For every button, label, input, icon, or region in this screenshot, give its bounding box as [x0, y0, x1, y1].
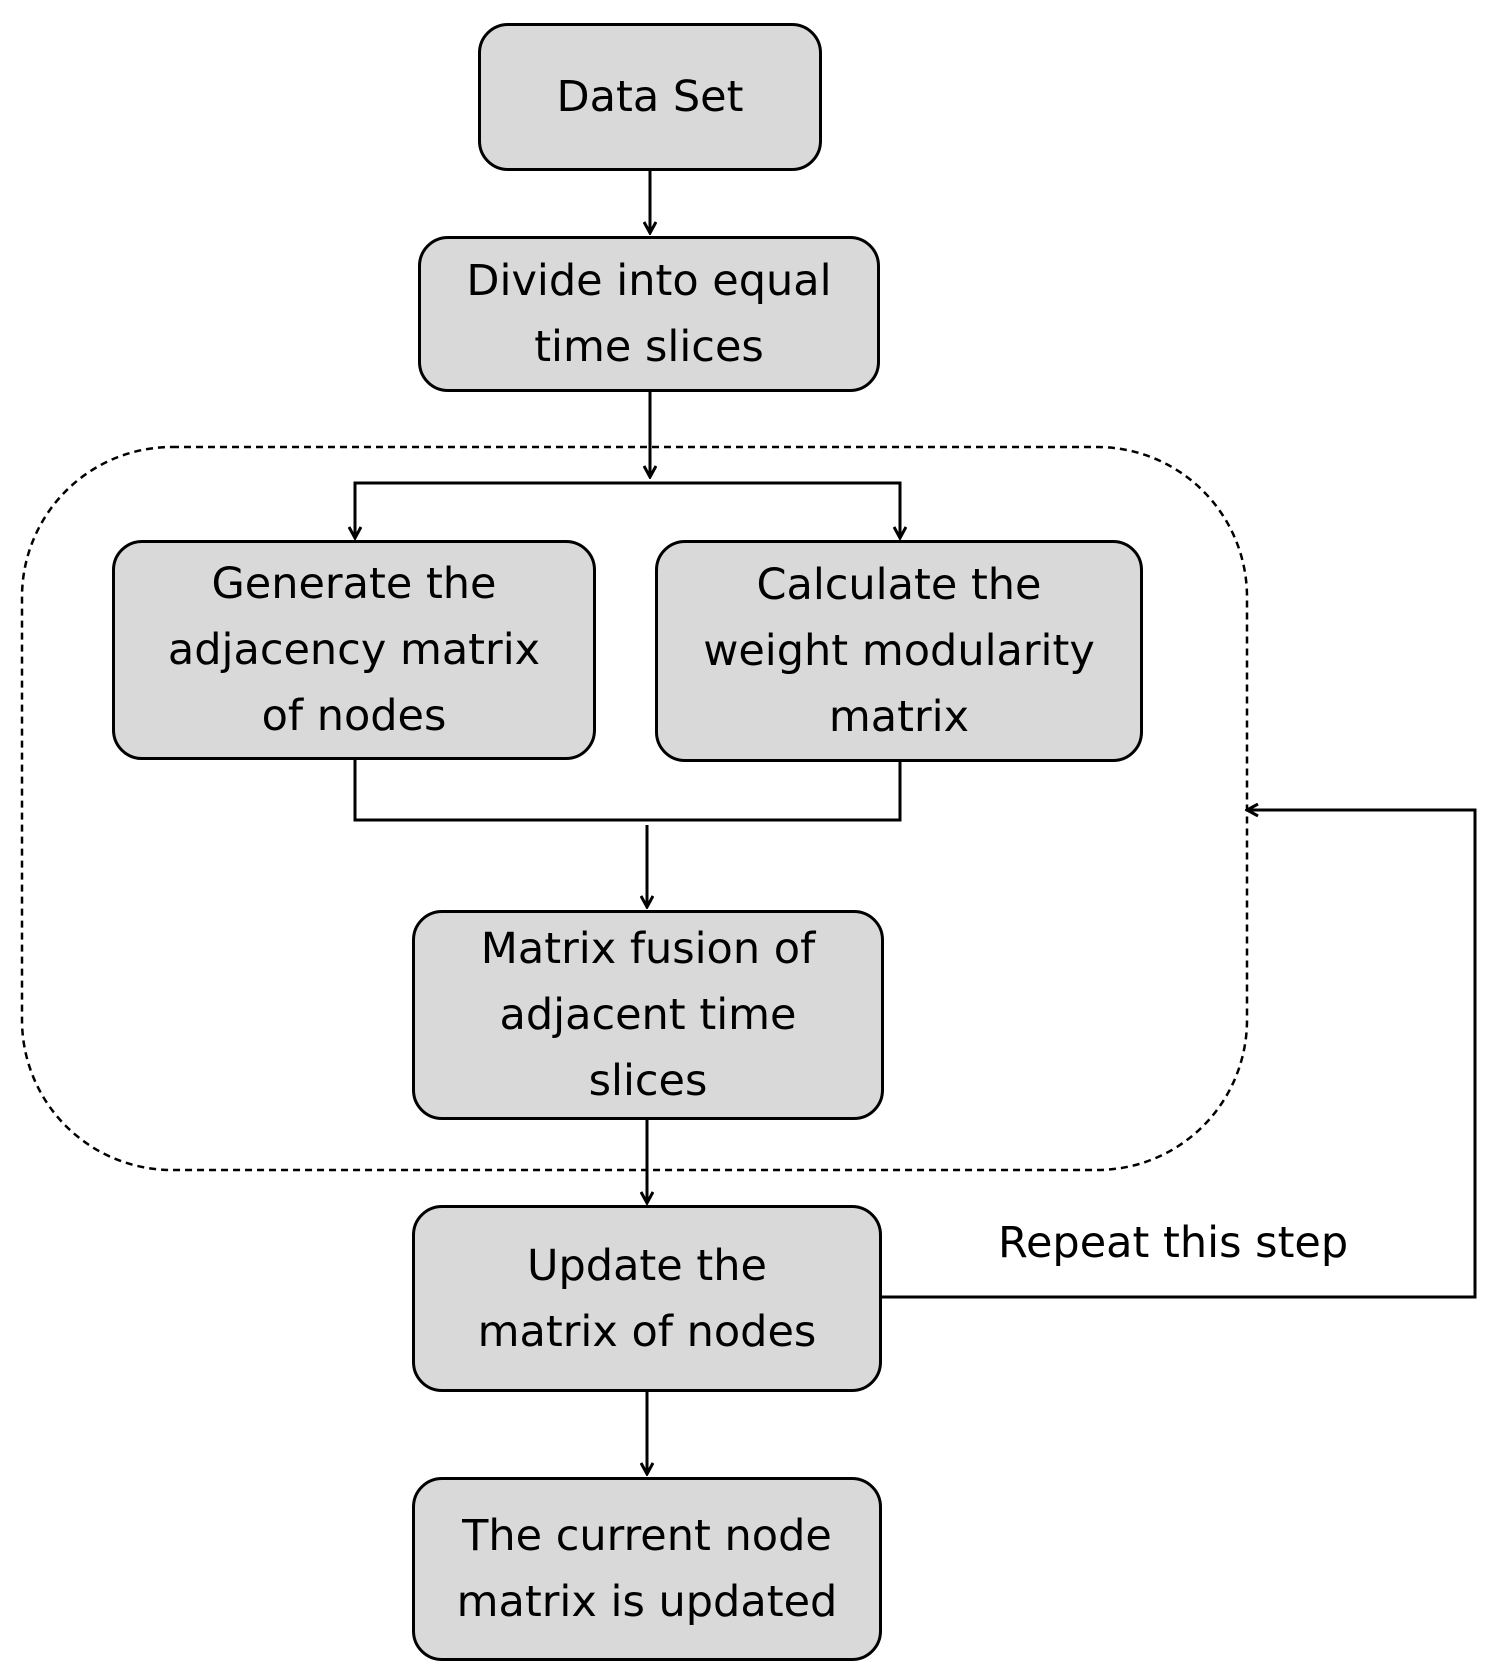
- adjacency-matrix-node: Generate the adjacency matrix of nodes: [112, 540, 596, 760]
- matrix-fusion-node: Matrix fusion of adjacent time slices: [412, 910, 884, 1120]
- matrix-fusion-label: Matrix fusion of adjacent time slices: [480, 924, 816, 1106]
- data-set-node: Data Set: [478, 23, 822, 171]
- arrow-repeat-loop: [882, 810, 1477, 1299]
- update-matrix-label: Update the matrix of nodes: [477, 1240, 817, 1357]
- split-connector: [353, 481, 902, 538]
- repeat-step-label: Repeat this step: [998, 1218, 1349, 1268]
- node-matrix-updated-label: The current node matrix is updated: [456, 1511, 838, 1627]
- weight-modularity-label: Calculate the weight modularity matrix: [703, 560, 1095, 742]
- divide-time-slices-label: Divide into equal time slices: [466, 256, 832, 372]
- adjacency-matrix-label: Generate the adjacency matrix of nodes: [167, 559, 541, 741]
- node-matrix-updated-node: The current node matrix is updated: [412, 1477, 882, 1661]
- divide-time-slices-node: Divide into equal time slices: [418, 236, 880, 392]
- weight-modularity-node: Calculate the weight modularity matrix: [655, 540, 1143, 762]
- data-set-label: Data Set: [556, 72, 744, 122]
- update-matrix-node: Update the matrix of nodes: [412, 1205, 882, 1392]
- merge-connector: [353, 760, 902, 822]
